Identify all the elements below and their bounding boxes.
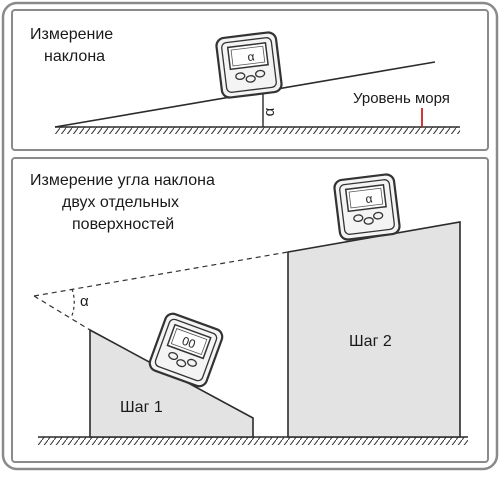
top-title-line2: наклона	[44, 48, 105, 65]
angle-arc	[70, 288, 75, 319]
step1-block	[89, 328, 254, 438]
bottom-title-line2: двух отдельных	[62, 194, 179, 211]
top-ground-hatch	[55, 127, 460, 134]
device-step1-screen-text: 00	[180, 334, 198, 352]
bottom-ground-hatch	[38, 437, 468, 445]
inclinometer-device-step2: α	[332, 172, 402, 242]
inclinometer-device-top: α	[214, 30, 284, 100]
top-alpha-symbol: α	[261, 107, 278, 116]
bottom-title-line1: Измерение угла наклона	[30, 172, 215, 189]
step1-label: Шаг 1	[120, 399, 163, 416]
dashed-extension-step1	[33, 295, 91, 331]
device-step2-screen-text: α	[365, 191, 374, 206]
bottom-alpha-symbol: α	[80, 293, 89, 310]
bottom-title-line3: поверхностей	[72, 216, 174, 233]
step2-label: Шаг 2	[349, 333, 392, 350]
top-title-line1: Измерение	[30, 26, 113, 43]
device-top-screen-text: α	[247, 49, 256, 64]
sea-level-label: Уровень моря	[353, 90, 450, 107]
inclinometer-device-step1: 00	[146, 310, 226, 390]
step2-block	[287, 221, 461, 438]
dashed-extension-step2	[33, 251, 289, 297]
